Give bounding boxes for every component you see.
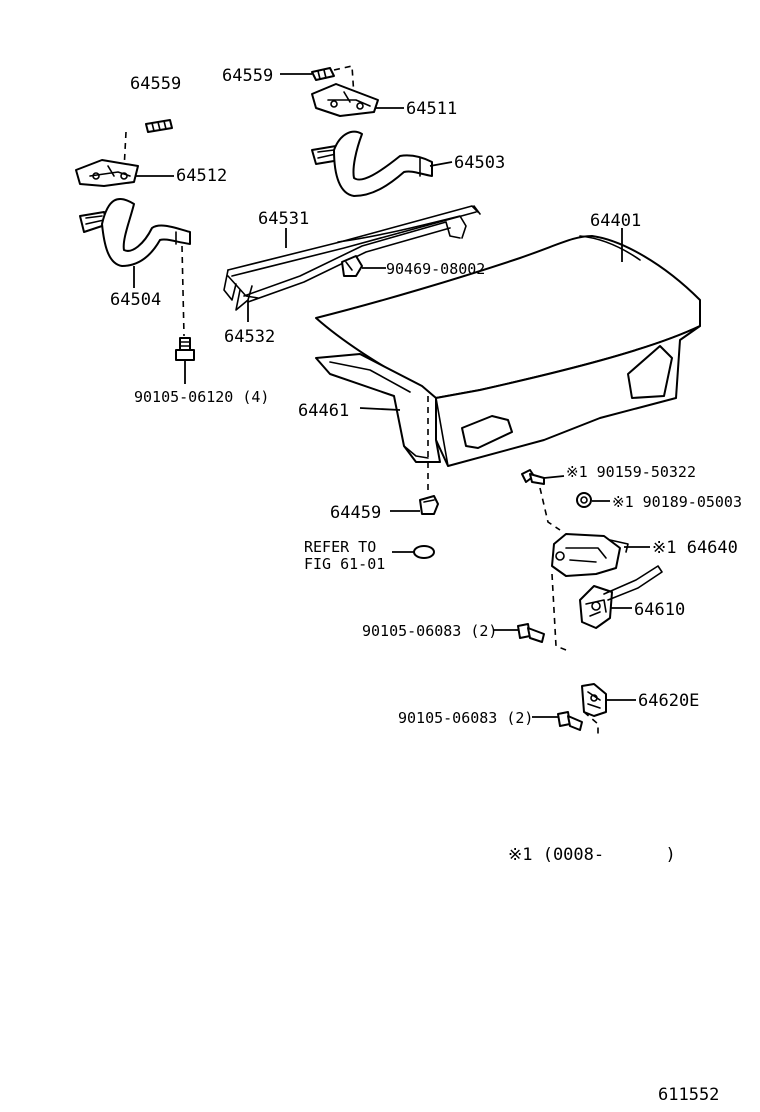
- dash-line-left-lower: [181, 245, 185, 337]
- torsion-bar-64532: [235, 221, 461, 311]
- label-90105-06120: 90105-06120 (4): [134, 388, 269, 406]
- label-64531: 64531: [258, 209, 309, 229]
- figure-number: 611552: [658, 1085, 719, 1105]
- torsion-bar-64531: [223, 205, 481, 301]
- label-64559-top: 64559: [222, 66, 273, 86]
- leader-64503: [429, 161, 453, 167]
- striker-64620E: [581, 683, 607, 717]
- nut-90189-05003: [576, 492, 592, 508]
- label-64512: 64512: [176, 166, 227, 186]
- label-64620E: 64620E: [638, 691, 699, 711]
- label-64559-left: 64559: [130, 74, 181, 94]
- label-64532: 64532: [224, 327, 275, 347]
- label-90105-06083-b: 90105-06083 (2): [398, 709, 533, 727]
- label-64459: 64459: [330, 503, 381, 523]
- bolt-90105-06083-a: [517, 623, 545, 643]
- dash-line-lock-upper: [539, 487, 561, 531]
- label-64610: 64610: [634, 600, 685, 620]
- label-90189: ※1 90189-05003: [612, 493, 742, 511]
- footnote-range: ※1 (0008- ): [508, 845, 676, 865]
- bolt-64559-top: [311, 67, 335, 81]
- trunk-lid-64401: [315, 235, 701, 467]
- label-refer-line1: REFER TO: [304, 538, 376, 556]
- label-64461: 64461: [298, 401, 349, 421]
- dash-line-center-top: [333, 65, 355, 97]
- bolt-64559-left: [145, 119, 173, 133]
- bolt-90105-06083-b: [557, 711, 583, 731]
- leader-90159: [543, 475, 565, 479]
- dash-line-lock-mid: [551, 573, 567, 651]
- lock-64610: [579, 565, 663, 629]
- leader-64461: [359, 407, 401, 411]
- actuator-64640: [551, 533, 629, 577]
- label-64504: 64504: [110, 290, 161, 310]
- dash-line-striker: [583, 711, 599, 738]
- label-64401: 64401: [590, 211, 641, 231]
- label-90159: ※1 90159-50322: [566, 463, 696, 481]
- hinge-64503: [311, 130, 433, 197]
- refer-oval: [413, 545, 435, 559]
- bracket-64512: [75, 159, 139, 187]
- bracket-64511: [311, 83, 379, 117]
- hinge-64504: [79, 198, 191, 267]
- label-90105-06083-a: 90105-06083 (2): [362, 622, 497, 640]
- label-90469: 90469-08002: [386, 260, 485, 278]
- trunk-frame-64461: [315, 353, 441, 463]
- bumper-64459: [419, 495, 439, 515]
- label-refer-line2: FIG 61-01: [304, 555, 385, 573]
- label-64640: ※1 64640: [652, 538, 738, 558]
- clip-90469-08002: [341, 255, 363, 277]
- bolt-90105-06120: [175, 337, 195, 361]
- label-64503: 64503: [454, 153, 505, 173]
- label-64511: 64511: [406, 99, 457, 119]
- bolt-90159-50322: [521, 469, 545, 485]
